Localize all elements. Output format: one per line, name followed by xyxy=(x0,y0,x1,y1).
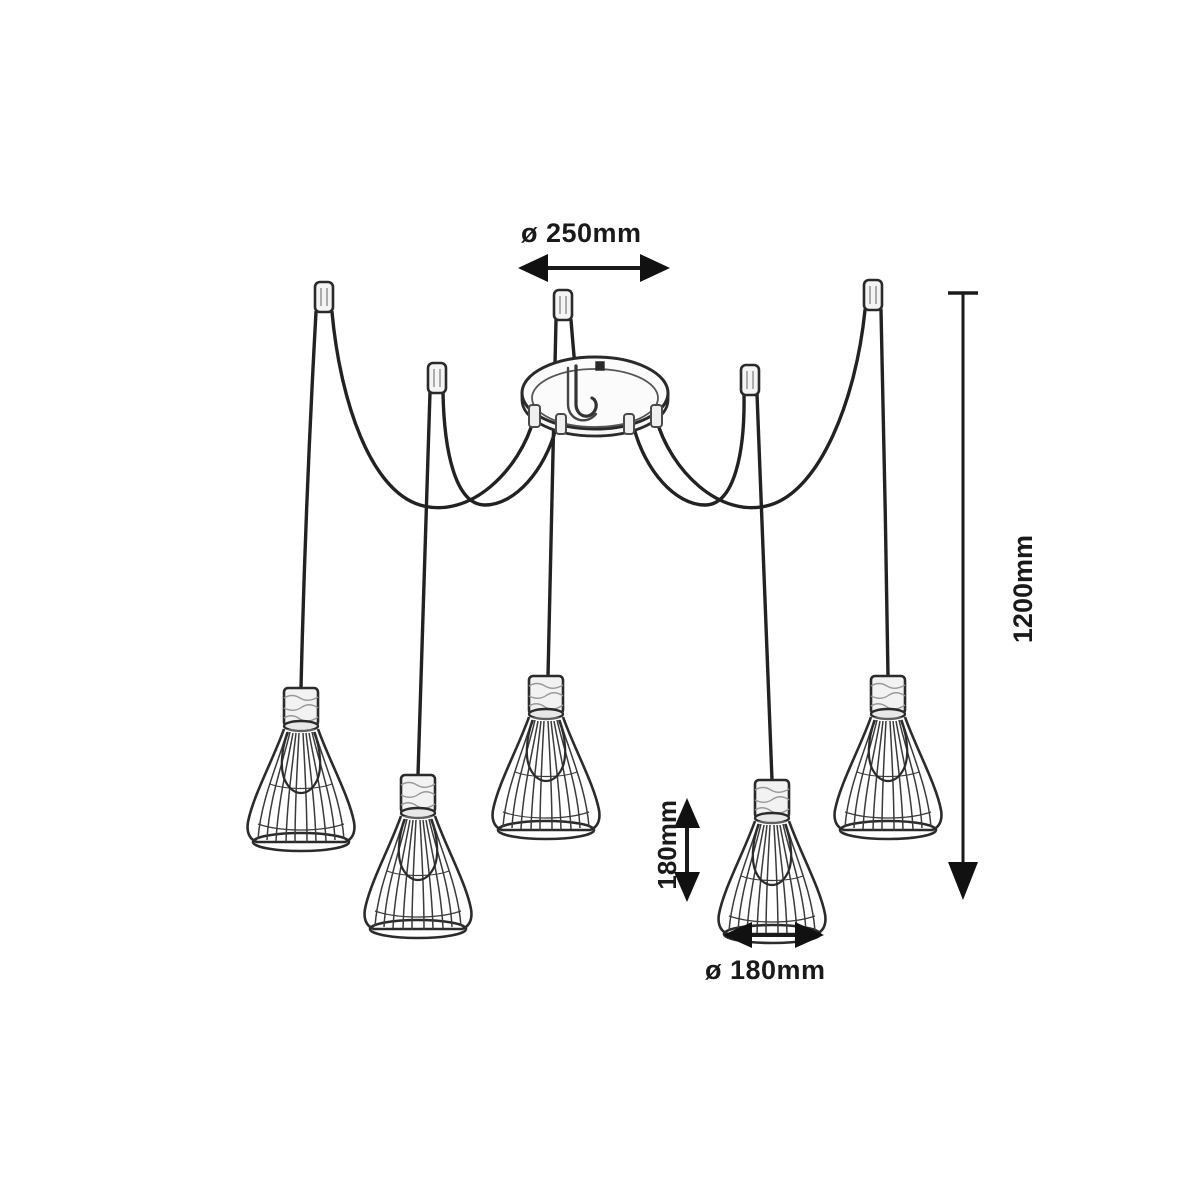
suspension-cable xyxy=(441,390,558,507)
dimension-label-shade-height: 180mm xyxy=(652,800,682,890)
dimension-label-canopy-diameter: ø 250mm xyxy=(521,218,642,248)
ceiling-canopy xyxy=(520,355,670,438)
pendant-lamp xyxy=(717,778,827,945)
dimension-arrow-total-drop xyxy=(948,291,978,900)
suspension-cable xyxy=(330,310,536,510)
suspension-cable xyxy=(299,310,318,690)
ceiling-hook xyxy=(426,361,448,395)
dimension-label-shade-diameter: ø 180mm xyxy=(705,955,826,985)
pendant-lamp xyxy=(246,686,356,853)
dimension-label-total-drop: 1200mm xyxy=(1008,535,1038,644)
ceiling-hook xyxy=(552,288,574,322)
suspension-cable xyxy=(546,318,558,678)
ceiling-hook xyxy=(862,278,884,312)
pendant-lamp xyxy=(833,674,943,841)
suspension-cable xyxy=(416,390,432,777)
pendant-lamp xyxy=(363,773,473,940)
suspension-cable xyxy=(755,392,774,782)
suspension-cables xyxy=(299,308,890,782)
dimension-arrow-shade-height xyxy=(674,798,700,902)
ceiling-hook xyxy=(313,280,335,314)
suspension-cable xyxy=(879,308,890,678)
pendant-lamp xyxy=(491,674,601,841)
suspension-cable xyxy=(632,392,746,507)
suspension-cable xyxy=(654,308,867,510)
dimension-arrow-shade-diameter xyxy=(723,922,824,948)
ceiling-hook xyxy=(739,363,761,397)
dimension-arrow-canopy-diameter xyxy=(518,254,670,282)
